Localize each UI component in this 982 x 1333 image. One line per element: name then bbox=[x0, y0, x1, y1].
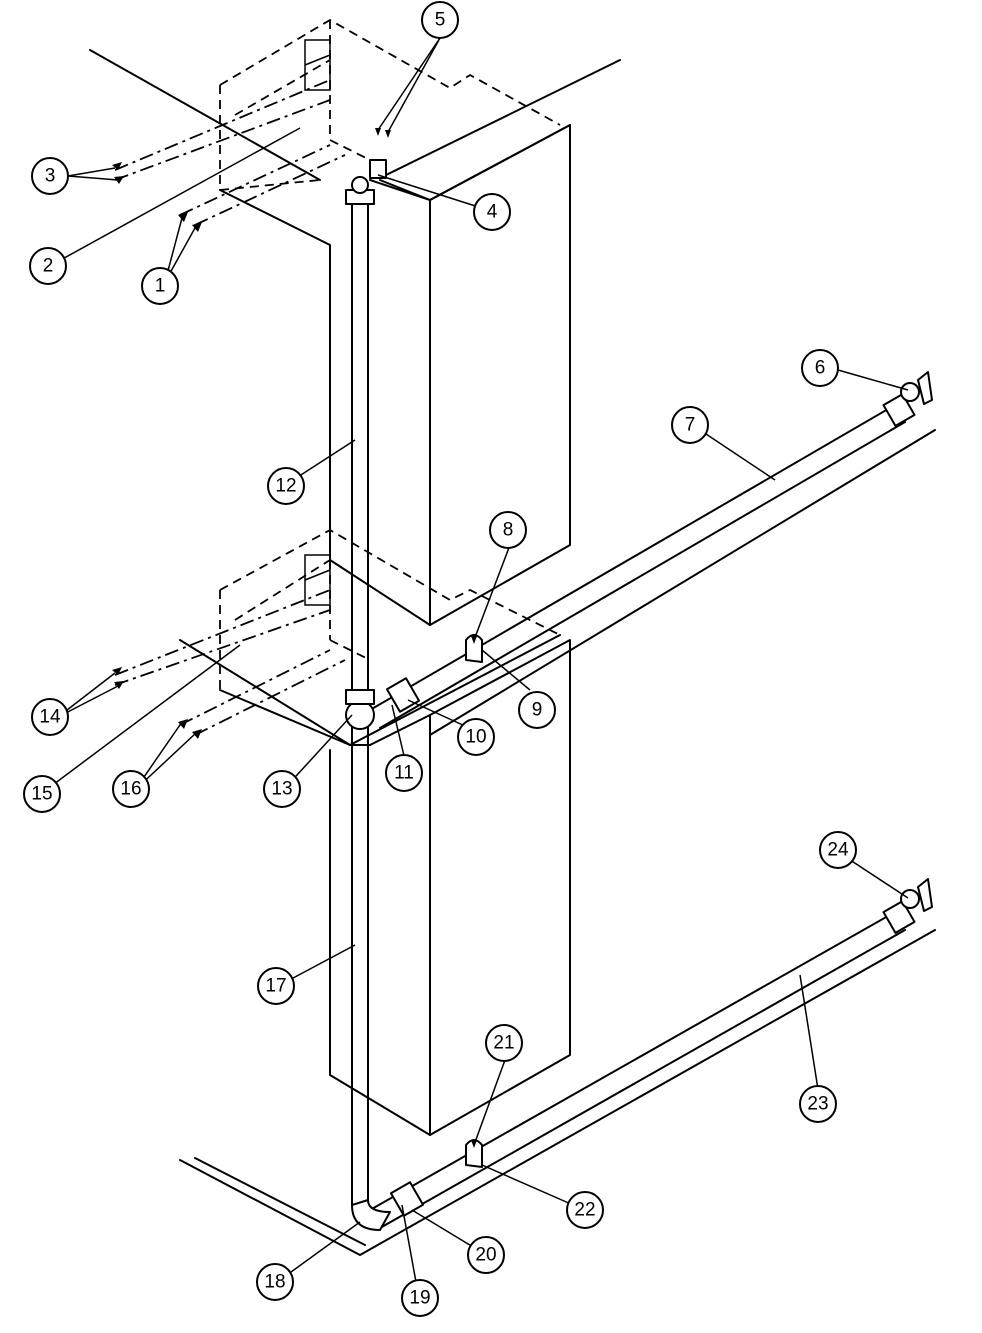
callout-8: 8 bbox=[489, 511, 527, 549]
callout-7: 7 bbox=[671, 406, 709, 444]
upper-cabinet-body bbox=[219, 124, 571, 626]
svg-text:5: 5 bbox=[435, 10, 446, 31]
callout-4: 4 bbox=[473, 193, 511, 231]
callout-1: 1 bbox=[141, 267, 179, 305]
callout-19: 19 bbox=[401, 1279, 439, 1317]
svg-text:23: 23 bbox=[807, 1094, 828, 1115]
svg-text:8: 8 bbox=[503, 520, 514, 541]
callout-9: 9 bbox=[518, 691, 556, 729]
callout-20: 20 bbox=[467, 1236, 505, 1274]
svg-text:2: 2 bbox=[43, 256, 54, 277]
lower-horizontal-pipe bbox=[351, 878, 933, 1231]
leader-lines bbox=[45, 37, 909, 1294]
svg-text:4: 4 bbox=[487, 202, 498, 223]
lower-cabinet-body bbox=[329, 639, 571, 1136]
floor-lines bbox=[179, 929, 936, 1256]
svg-text:1: 1 bbox=[155, 276, 166, 297]
svg-text:11: 11 bbox=[394, 763, 414, 784]
svg-text:17: 17 bbox=[265, 976, 286, 997]
svg-text:15: 15 bbox=[31, 784, 52, 805]
callout-24: 24 bbox=[819, 831, 857, 869]
fastener-lines bbox=[114, 79, 346, 736]
svg-text:6: 6 bbox=[815, 358, 826, 379]
svg-text:16: 16 bbox=[120, 779, 141, 800]
callout-14: 14 bbox=[31, 698, 69, 736]
svg-text:21: 21 bbox=[493, 1033, 514, 1054]
ceiling-lines bbox=[89, 49, 621, 181]
callout-16: 16 bbox=[112, 770, 150, 808]
svg-text:3: 3 bbox=[45, 166, 56, 187]
svg-text:18: 18 bbox=[264, 1272, 285, 1293]
callout-5: 5 bbox=[421, 1, 459, 39]
upper-horizontal-pipe bbox=[345, 371, 936, 736]
callout-11: 11 bbox=[385, 754, 423, 792]
svg-text:13: 13 bbox=[271, 779, 292, 800]
svg-text:12: 12 bbox=[275, 476, 296, 497]
vertical-pipe bbox=[345, 159, 387, 1206]
middle-shelf bbox=[179, 634, 561, 746]
svg-text:10: 10 bbox=[465, 727, 486, 748]
callout-18: 18 bbox=[256, 1263, 294, 1301]
callout-10: 10 bbox=[457, 718, 495, 756]
callout-17: 17 bbox=[257, 967, 295, 1005]
callout-15: 15 bbox=[23, 775, 61, 813]
callout-6: 6 bbox=[801, 349, 839, 387]
callout-22: 22 bbox=[566, 1191, 604, 1229]
callout-21: 21 bbox=[485, 1024, 523, 1062]
svg-text:7: 7 bbox=[685, 415, 696, 436]
svg-text:20: 20 bbox=[475, 1245, 496, 1266]
callout-2: 2 bbox=[29, 247, 67, 285]
callout-23: 23 bbox=[799, 1085, 837, 1123]
svg-text:22: 22 bbox=[574, 1200, 595, 1221]
lower-cabinet-dashed-box bbox=[219, 528, 561, 690]
arrowheads bbox=[112, 128, 477, 1148]
svg-text:19: 19 bbox=[409, 1288, 430, 1309]
callout-13: 13 bbox=[263, 770, 301, 808]
callout-3: 3 bbox=[31, 157, 69, 195]
callout-12: 12 bbox=[267, 467, 305, 505]
svg-text:24: 24 bbox=[827, 840, 849, 861]
svg-text:14: 14 bbox=[39, 707, 61, 728]
svg-text:9: 9 bbox=[532, 700, 543, 721]
